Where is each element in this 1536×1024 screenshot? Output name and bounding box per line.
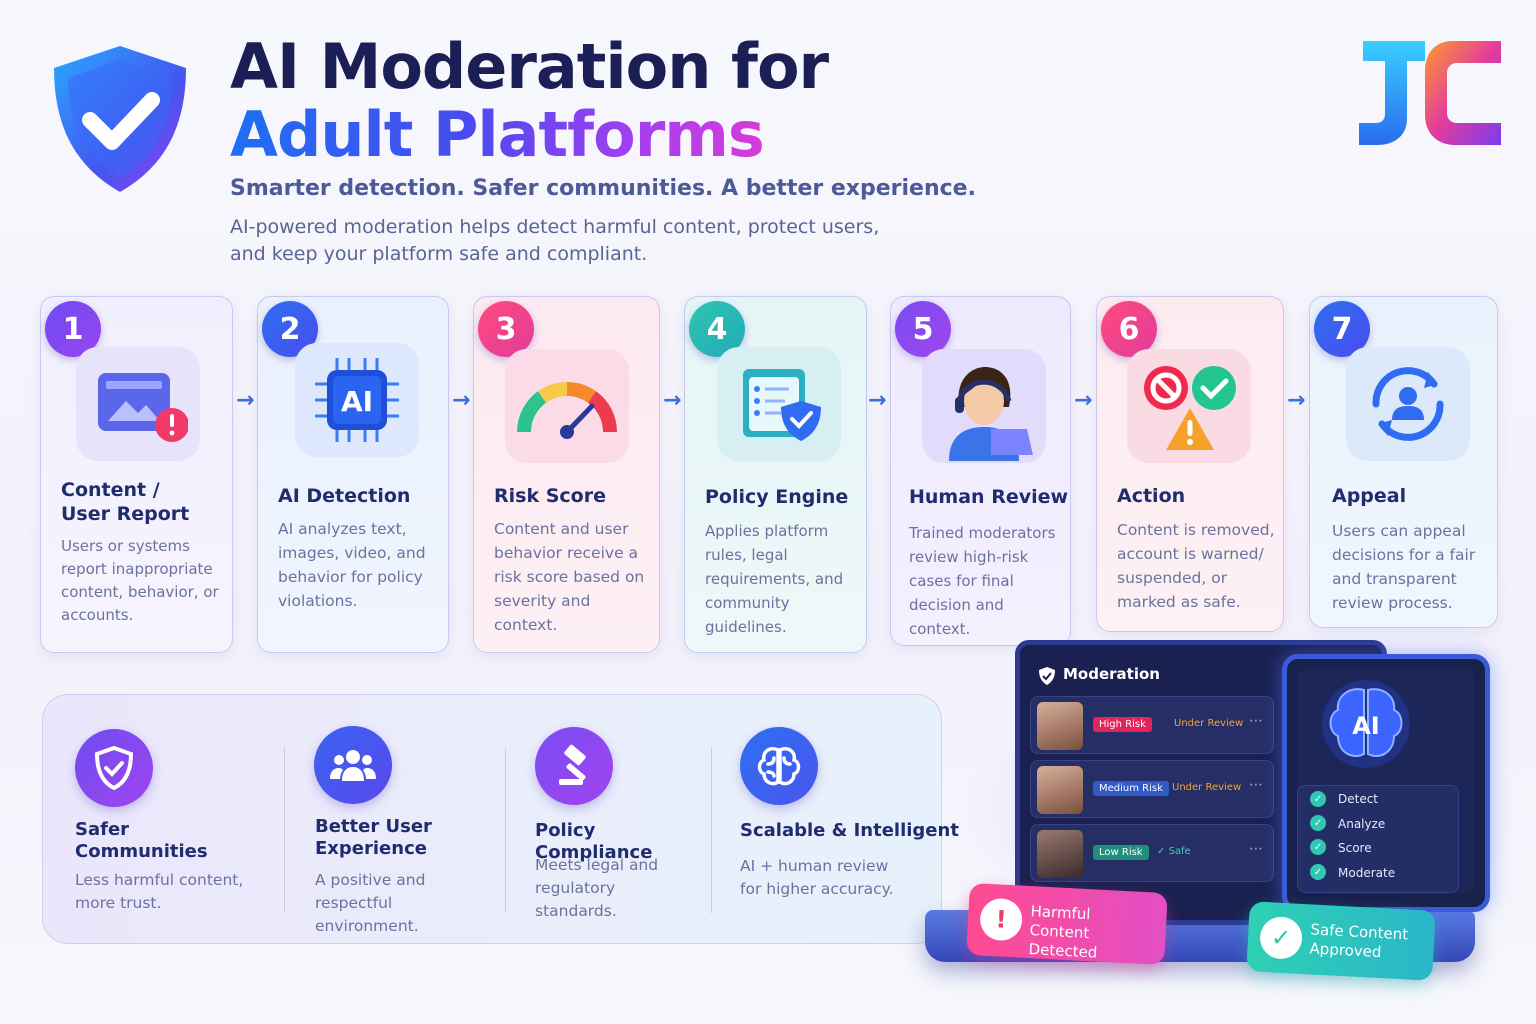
check-icon: ✓ <box>1310 791 1326 807</box>
svg-text:AI: AI <box>341 385 373 418</box>
step-text: AI analyzes text, images, video, and beh… <box>278 520 426 610</box>
step-title: AI Detection <box>278 485 411 507</box>
checklist-item: Moderate <box>1338 866 1396 880</box>
risk-badge: Medium Risk <box>1093 781 1169 796</box>
check-icon: ✓ <box>1310 864 1326 880</box>
shield-icon <box>1039 667 1055 685</box>
page-description: AI-powered moderation helps detect harmf… <box>230 216 880 265</box>
ai-chip-icon: AI <box>295 343 419 457</box>
harmful-content-tag: ! Harmful Content Detected <box>966 882 1168 966</box>
step-card-4: 4 Policy Engine Applies platform rules, … <box>684 296 867 653</box>
benefit-divider <box>711 748 712 913</box>
status-label: Under Review <box>1174 718 1244 729</box>
step-text: Users or systems report inappropriate co… <box>61 537 219 624</box>
brand-logo: JC <box>1359 41 1501 145</box>
benefit-title: Better User Experience <box>315 816 432 859</box>
step-text: Content and user behavior receive a risk… <box>494 520 645 634</box>
step-title: Appeal <box>1332 485 1407 507</box>
shield-check-icon <box>75 729 153 807</box>
content-thumbnail <box>1037 766 1083 814</box>
step-card-7: 7 Appeal Users can appeal decisions for … <box>1309 296 1498 628</box>
step-card-1: 1 Content / User Report Users or systems… <box>40 296 233 653</box>
benefit-divider <box>505 748 506 913</box>
status-label: ✓ Safe <box>1157 846 1191 857</box>
users-icon <box>314 726 392 804</box>
flow-arrow-icon: → <box>1287 388 1306 413</box>
moderation-row[interactable]: Medium Risk Under Review ⋯ <box>1030 760 1274 818</box>
step-title: Content / User Report <box>61 479 190 525</box>
risk-badge: Low Risk <box>1093 845 1149 860</box>
checklist-item: Detect <box>1338 792 1379 806</box>
step-badge: 6 <box>1101 301 1157 357</box>
brain-icon <box>740 727 818 805</box>
moderator-icon <box>922 349 1046 463</box>
page-title-line1: AI Moderation for <box>230 30 829 103</box>
flow-arrow-icon: → <box>452 388 471 413</box>
step-text: Users can appeal decisions for a fair an… <box>1332 522 1476 612</box>
page-subtitle: Smarter detection. Safer communities. A … <box>230 176 976 201</box>
moderation-row[interactable]: High Risk Under Review ⋯ <box>1030 696 1274 754</box>
check-icon: ✓ <box>1310 815 1326 831</box>
status-text: Safe <box>1168 846 1191 857</box>
safe-tag-text: Safe Content Approved <box>1309 920 1409 962</box>
benefit-divider <box>284 748 285 913</box>
gavel-icon <box>535 727 613 805</box>
shield-check-logo-icon <box>54 46 186 192</box>
step-card-6: 6 Action Content is removed, account is … <box>1096 296 1284 632</box>
svg-text:AI: AI <box>1352 712 1380 740</box>
dashboard-title: Moderation <box>1063 665 1160 683</box>
step-title: Human Review <box>909 486 1069 508</box>
step-card-5: 5 Human Review Trained moderators review… <box>890 296 1071 646</box>
ai-brain-icon: AI <box>1322 680 1410 768</box>
flow-arrow-icon: → <box>236 388 255 413</box>
step-title: Action <box>1117 485 1186 507</box>
page-title-line2: Adult Platforms <box>230 98 765 171</box>
step-title: Policy Engine <box>705 486 849 508</box>
benefit-text: AI + human review for higher accuracy. <box>740 857 894 898</box>
content-thumbnail <box>1037 702 1083 750</box>
more-options-icon[interactable]: ⋯ <box>1249 777 1263 793</box>
step-card-2: 2 AI AI Detection AI analyzes text, imag… <box>257 296 449 653</box>
benefit-text: A positive and respectful environment. <box>315 871 426 935</box>
step-badge: 4 <box>689 301 745 357</box>
check-icon: ✓ <box>1310 839 1326 855</box>
gauge-icon <box>505 349 629 463</box>
alert-icon: ! <box>979 897 1024 942</box>
checklist-item: Analyze <box>1338 817 1386 831</box>
benefit-title: Scalable & Intelligent <box>740 820 959 841</box>
step-badge: 3 <box>478 301 534 357</box>
flow-arrow-icon: → <box>663 388 682 413</box>
step-badge: 1 <box>45 301 101 357</box>
checklist-item: Score <box>1338 841 1372 855</box>
benefit-text: Less harmful content, more trust. <box>75 871 244 912</box>
appeal-cycle-icon <box>1346 347 1470 461</box>
check-circle-icon: ✓ <box>1259 915 1304 960</box>
step-card-3: 3 Risk Score Content and user behavior r… <box>473 296 660 653</box>
step-text: Content is removed, account is warned/ s… <box>1117 521 1275 611</box>
benefit-title: Safer Communities <box>75 819 208 862</box>
step-badge: 5 <box>895 301 951 357</box>
harmful-tag-text: Harmful Content Detected <box>1028 902 1098 962</box>
step-text: Trained moderators review high-risk case… <box>909 524 1056 638</box>
benefit-title: Policy Compliance <box>535 820 653 863</box>
action-icon <box>1127 349 1251 463</box>
check-icon: ✓ <box>1157 846 1169 857</box>
content-thumbnail <box>1037 830 1083 878</box>
policy-document-icon <box>717 347 841 461</box>
flow-arrow-icon: → <box>1074 388 1093 413</box>
status-label: Under Review <box>1172 782 1242 793</box>
more-options-icon[interactable]: ⋯ <box>1249 841 1263 857</box>
flow-arrow-icon: → <box>868 388 887 413</box>
report-image-icon <box>76 347 200 461</box>
risk-badge: High Risk <box>1093 717 1152 732</box>
more-options-icon[interactable]: ⋯ <box>1249 713 1263 729</box>
step-text: Applies platform rules, legal requiremen… <box>705 522 844 636</box>
benefit-text: Meets legal and regulatory standards. <box>535 856 659 920</box>
step-title: Risk Score <box>494 485 606 507</box>
moderation-row[interactable]: Low Risk ✓ Safe ⋯ <box>1030 824 1274 882</box>
safe-content-tag: ✓ Safe Content Approved <box>1246 901 1436 981</box>
